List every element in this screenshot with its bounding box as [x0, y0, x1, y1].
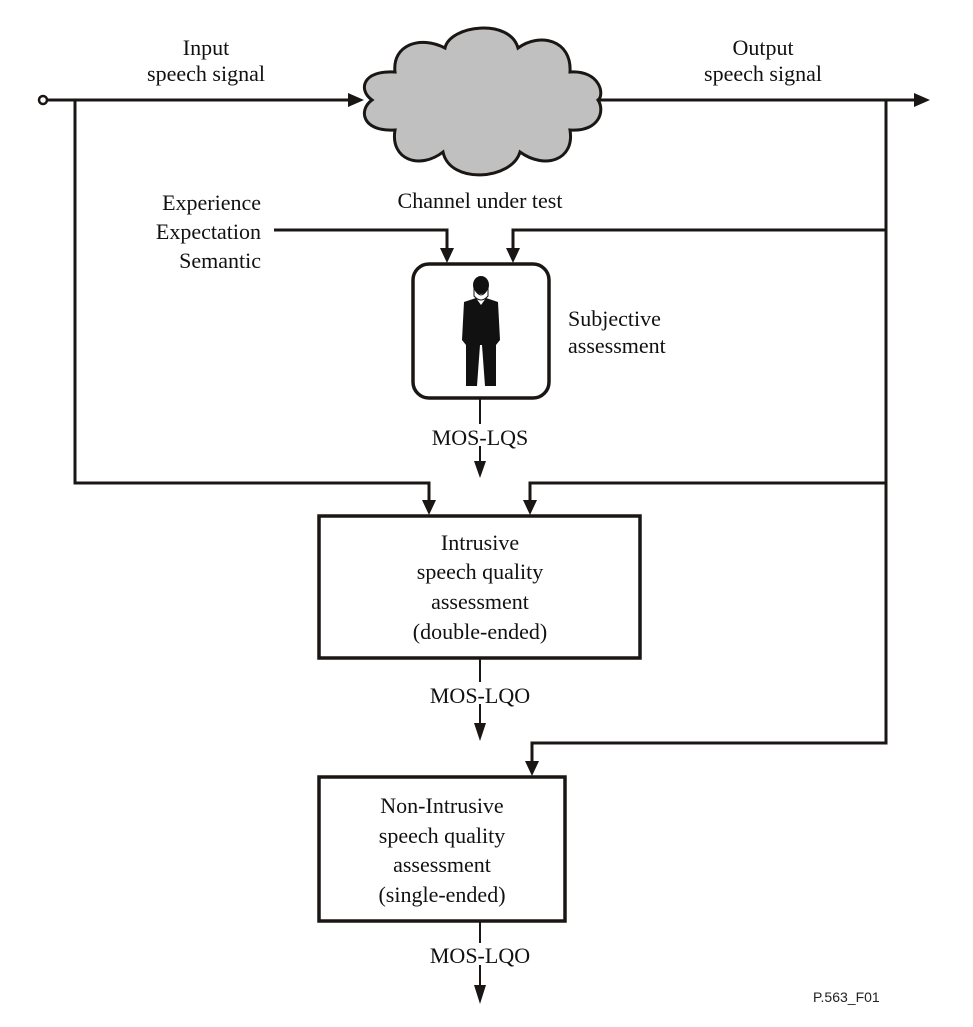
intrusive-line4: (double-ended) [413, 619, 547, 644]
person-icon [462, 276, 500, 386]
degraded-output-tap-line [530, 100, 888, 763]
mos-lqs-arrowhead-icon [474, 461, 486, 478]
intrusive-degraded-line [528, 481, 886, 502]
subjective-label-line1: Subjective [568, 306, 661, 331]
subjective-label-line2: assessment [568, 333, 666, 358]
intrusive-assessment-box [317, 514, 642, 660]
listener-factors-arrowhead-icon [440, 248, 454, 263]
intrusive-mos-lqo-label: MOS-LQO [430, 683, 530, 708]
figure-id: P.563_F01 [813, 989, 880, 1005]
input-arrowhead-icon [348, 93, 364, 107]
reference-arrowhead-icon [422, 500, 436, 515]
subjective-degraded-arrowhead-icon [506, 248, 520, 263]
intrusive-degraded-arrowhead-icon [523, 500, 537, 515]
output-label-line2: speech signal [704, 61, 822, 86]
factor-experience: Experience [162, 190, 261, 215]
subjective-degraded-line [511, 228, 886, 250]
intrusive-mos-lqo-arrowhead-icon [474, 723, 486, 741]
nonintrusive-input-arrowhead-icon [525, 761, 539, 776]
channel-label: Channel under test [398, 188, 563, 213]
nonintrusive-mos-lqo-mask [418, 943, 542, 965]
intrusive-mos-lqo-mask [418, 682, 542, 704]
nonintrusive-mos-lqo-label: MOS-LQO [430, 943, 530, 968]
intrusive-line2: speech quality [417, 559, 543, 584]
factor-semantic: Semantic [179, 248, 261, 273]
reference-input-line [73, 100, 431, 502]
nonintrusive-line4: (single-ended) [378, 882, 505, 907]
nonintrusive-line1: Non-Intrusive [380, 793, 503, 818]
input-label-line1: Input [183, 35, 229, 60]
output-arrowhead-icon [914, 93, 930, 107]
nonintrusive-line3: assessment [393, 852, 491, 877]
output-label-line1: Output [732, 35, 793, 60]
cloud-icon [362, 26, 603, 177]
mos-lqs-mask [418, 424, 542, 446]
nonintrusive-line2: speech quality [379, 823, 505, 848]
nonintrusive-mos-lqo-arrowhead-icon [474, 985, 486, 1004]
mos-lqs-label: MOS-LQS [432, 425, 529, 450]
intrusive-line1: Intrusive [441, 530, 519, 555]
input-terminal-icon [37, 94, 49, 106]
factor-expectation: Expectation [156, 219, 261, 244]
nonintrusive-assessment-box [317, 775, 567, 923]
listener-factors-line [274, 228, 449, 250]
input-label-line2: speech signal [147, 61, 265, 86]
intrusive-line3: assessment [431, 589, 529, 614]
